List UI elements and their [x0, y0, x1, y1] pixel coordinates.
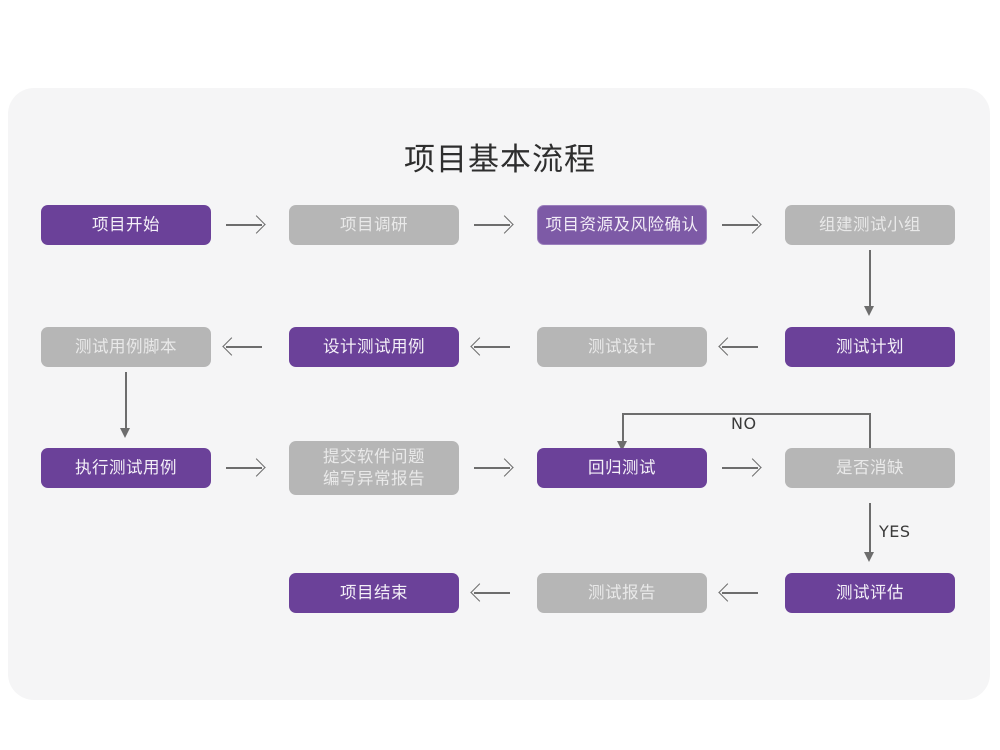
- edge-line-n6-n5: [226, 346, 262, 348]
- edge-label-no: NO: [731, 414, 757, 433]
- edge-line-n10-n11: [474, 467, 510, 469]
- node-test-evaluation[interactable]: 测试评估: [785, 573, 955, 613]
- node-test-report[interactable]: 测试报告: [537, 573, 707, 613]
- node-label-line1: 提交软件问题 编写异常报告: [323, 446, 425, 488]
- arrow-down-icon: [864, 552, 874, 562]
- edge-line-n9-n10: [226, 467, 262, 469]
- edge-line-n7-n6: [474, 346, 510, 348]
- arrow-down-icon: [864, 306, 874, 316]
- edge-line-no-horizontal: [622, 413, 871, 415]
- edge-line-n15-n14: [722, 592, 758, 594]
- node-regression-test[interactable]: 回归测试: [537, 448, 707, 488]
- node-resource-risk-confirm[interactable]: 项目资源及风险确认: [537, 205, 707, 245]
- edge-line-n2-n3: [474, 224, 510, 226]
- node-build-test-team[interactable]: 组建测试小组: [785, 205, 955, 245]
- node-design-test-case[interactable]: 设计测试用例: [289, 327, 459, 367]
- arrow-down-icon: [120, 428, 130, 438]
- edge-line-n4-n8: [869, 250, 871, 308]
- edge-line-no-right-vertical: [869, 413, 871, 448]
- edge-line-n3-n4: [722, 224, 758, 226]
- edge-line-n5-n9: [125, 372, 127, 430]
- arrow-down-icon: [617, 441, 627, 451]
- node-project-research[interactable]: 项目调研: [289, 205, 459, 245]
- edge-label-yes: YES: [879, 522, 911, 541]
- node-execute-test-case[interactable]: 执行测试用例: [41, 448, 211, 488]
- edge-line-n14-n13: [474, 592, 510, 594]
- edge-line-yes-vertical: [869, 503, 871, 555]
- node-test-design[interactable]: 测试设计: [537, 327, 707, 367]
- page-title: 项目基本流程: [404, 142, 596, 178]
- node-submit-issue-report[interactable]: 提交软件问题 编写异常报告: [289, 441, 459, 495]
- node-test-plan[interactable]: 测试计划: [785, 327, 955, 367]
- edge-line-n8-n7: [722, 346, 758, 348]
- node-defect-resolved[interactable]: 是否消缺: [785, 448, 955, 488]
- node-test-case-script[interactable]: 测试用例脚本: [41, 327, 211, 367]
- edge-line-n11-n12: [722, 467, 758, 469]
- edge-line-n1-n2: [226, 224, 262, 226]
- node-project-end[interactable]: 项目结束: [289, 573, 459, 613]
- node-project-start[interactable]: 项目开始: [41, 205, 211, 245]
- edge-line-no-left-vertical: [622, 413, 624, 445]
